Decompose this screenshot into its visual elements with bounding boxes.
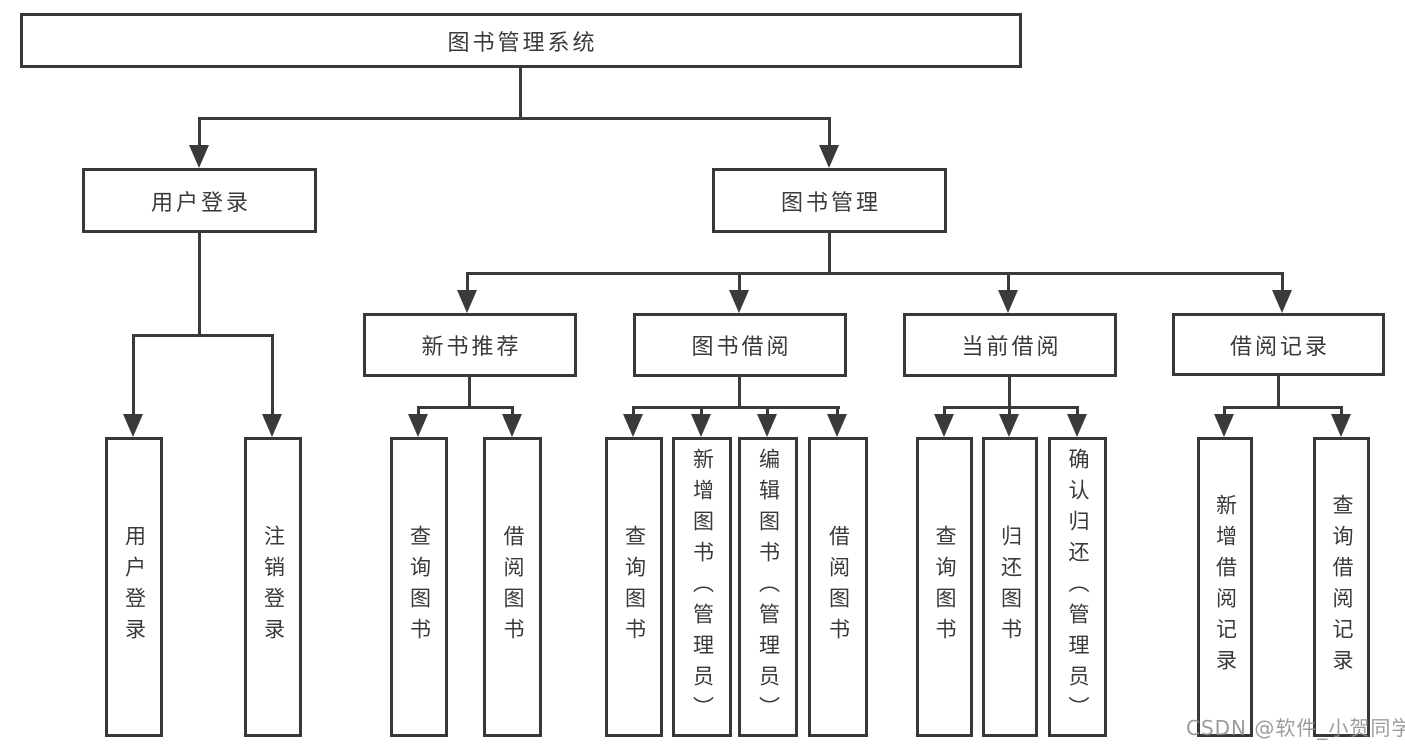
leaf-rc-query-record: 查询借阅记录 <box>1313 437 1370 737</box>
connector-branch-user <box>132 334 274 337</box>
connector-current-borrow-stem <box>1008 377 1011 408</box>
connector-arrow-nb2-shaft <box>511 406 514 418</box>
connector-arrow-leaf-user-1-shaft <box>132 334 135 417</box>
leaf-rc-query-record-label: 查询借阅记录 <box>1330 494 1354 680</box>
leaf-bw-query-books: 查询图书 <box>605 437 663 737</box>
connector-arrow-borrow-records-shaft <box>1281 272 1284 292</box>
leaf-cu-confirm-return-admin-label: 确认归还（管理员） <box>1066 447 1090 727</box>
connector-arrow-cu1-shaft <box>943 406 946 418</box>
connector-branch-borrow-records <box>1223 406 1343 409</box>
connector-branch-new-book <box>417 406 514 409</box>
arrowhead-bw1-icon <box>623 414 643 437</box>
node-user-login-label: 用户登录 <box>150 190 251 216</box>
connector-arrow-leaf-user-2-shaft <box>271 334 274 417</box>
leaf-rc-add-record: 新增借阅记录 <box>1197 437 1253 737</box>
leaf-cu-return-books: 归还图书 <box>982 437 1038 737</box>
leaf-nb-borrow-books-label: 借阅图书 <box>501 525 525 649</box>
connector-branch-level2 <box>466 272 1284 275</box>
arrowhead-rc1-icon <box>1214 414 1234 437</box>
node-borrow-records-label: 借阅记录 <box>1229 334 1330 360</box>
connector-arrow-bw3-shaft <box>766 406 769 418</box>
arrowhead-bw3-icon <box>757 414 777 437</box>
leaf-bw-query-books-label: 查询图书 <box>622 525 647 649</box>
node-book-borrow: 图书借阅 <box>633 313 847 377</box>
node-book-mgmt: 图书管理 <box>712 168 947 233</box>
leaf-bw-add-book-admin: 新增图书（管理员） <box>672 437 732 737</box>
connector-arrow-nb1-shaft <box>417 406 420 418</box>
leaf-cu-query-books-label: 查询图书 <box>933 525 957 649</box>
arrowhead-cu1-icon <box>934 414 954 437</box>
connector-arrow-user-login-shaft <box>198 117 201 148</box>
arrowhead-new-book-icon <box>457 290 477 313</box>
connector-arrow-new-book-shaft <box>466 272 469 292</box>
node-user-login: 用户登录 <box>82 168 317 233</box>
arrowhead-leaf-user-2-icon <box>262 414 282 437</box>
leaf-bw-edit-book-admin: 编辑图书（管理员） <box>738 437 798 737</box>
node-root: 图书管理系统 <box>20 13 1022 68</box>
node-borrow-records: 借阅记录 <box>1172 313 1385 376</box>
arrowhead-cu3-icon <box>1067 414 1087 437</box>
arrowhead-bw4-icon <box>827 414 847 437</box>
leaf-nb-borrow-books: 借阅图书 <box>483 437 542 737</box>
watermark: CSDN @软件_小贺同学 <box>1186 716 1405 740</box>
leaf-cu-query-books: 查询图书 <box>916 437 973 737</box>
connector-branch-book-borrow <box>632 406 840 409</box>
connector-borrow-records-stem <box>1277 376 1280 408</box>
arrowhead-book-mgmt-icon <box>819 145 839 168</box>
arrowhead-bw2-icon <box>691 414 711 437</box>
connector-arrow-book-mgmt-shaft <box>828 117 831 148</box>
connector-branch-level1 <box>198 117 831 120</box>
arrowhead-book-borrow-icon <box>729 290 749 313</box>
arrowhead-nb2-icon <box>502 414 522 437</box>
connector-arrow-bw2-shaft <box>700 406 703 418</box>
connector-arrow-book-borrow-shaft <box>738 272 741 292</box>
arrowhead-current-borrow-icon <box>998 290 1018 313</box>
connector-arrow-rc2-shaft <box>1340 406 1343 418</box>
connector-arrow-cu2-shaft <box>1008 406 1011 418</box>
leaf-logout-label: 注销登录 <box>261 525 286 649</box>
connector-arrow-bw4-shaft <box>836 406 839 418</box>
arrowhead-borrow-records-icon <box>1272 290 1292 313</box>
node-new-book-recommend: 新书推荐 <box>363 313 577 377</box>
node-book-borrow-label: 图书借阅 <box>691 335 792 360</box>
connector-arrow-current-borrow-shaft <box>1007 272 1010 292</box>
leaf-user-login: 用户登录 <box>105 437 163 737</box>
leaf-cu-confirm-return-admin: 确认归还（管理员） <box>1048 437 1107 737</box>
leaf-bw-edit-book-admin-label: 编辑图书（管理员） <box>756 447 781 727</box>
node-current-borrow: 当前借阅 <box>903 313 1117 377</box>
connector-root-stem <box>519 68 522 118</box>
leaf-user-login-label: 用户登录 <box>122 525 147 649</box>
node-current-borrow-label: 当前借阅 <box>961 335 1062 360</box>
arrowhead-leaf-user-1-icon <box>123 414 143 437</box>
arrowhead-user-login-icon <box>189 145 209 168</box>
node-book-mgmt-label: 图书管理 <box>780 190 881 216</box>
leaf-nb-query-books: 查询图书 <box>390 437 448 737</box>
node-root-label: 图书管理系统 <box>447 30 598 56</box>
connector-arrow-rc1-shaft <box>1223 406 1226 418</box>
connector-book-borrow-stem <box>738 377 741 408</box>
node-new-book-recommend-label: 新书推荐 <box>421 335 522 360</box>
leaf-bw-borrow-books-label: 借阅图书 <box>826 525 851 649</box>
leaf-nb-query-books-label: 查询图书 <box>407 525 432 649</box>
connector-arrow-bw1-shaft <box>632 406 635 418</box>
arrowhead-nb1-icon <box>408 414 428 437</box>
leaf-rc-add-record-label: 新增借阅记录 <box>1213 494 1238 680</box>
arrowhead-cu2-icon <box>999 414 1019 437</box>
leaf-cu-return-books-label: 归还图书 <box>998 525 1023 649</box>
connector-arrow-cu3-shaft <box>1076 406 1079 418</box>
leaf-bw-add-book-admin-label: 新增图书（管理员） <box>690 447 715 727</box>
connector-mgmt-stem <box>828 233 831 274</box>
leaf-logout: 注销登录 <box>244 437 302 737</box>
connector-new-book-stem <box>468 377 471 408</box>
leaf-bw-borrow-books: 借阅图书 <box>808 437 868 737</box>
arrowhead-rc2-icon <box>1331 414 1351 437</box>
connector-user-stem <box>198 233 201 337</box>
connector-branch-current-borrow <box>943 406 1079 409</box>
